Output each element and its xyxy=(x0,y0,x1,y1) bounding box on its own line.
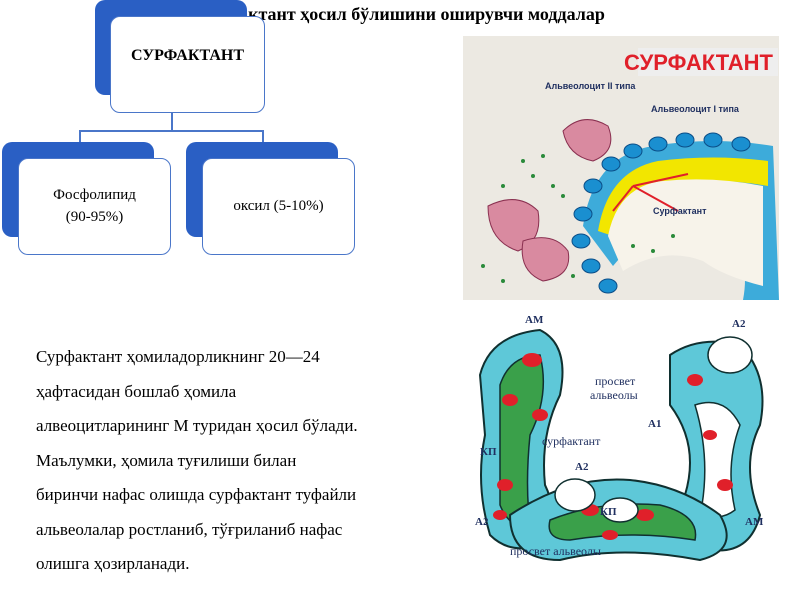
paragraph-line: алвеоцитларининг М туридан ҳосил бўлади. xyxy=(36,416,358,435)
paragraph-line: альвеолалар ростланиб, тўғриланиб нафас xyxy=(36,519,343,539)
connector-left xyxy=(79,130,81,142)
diagram-label: А2 xyxy=(732,318,746,330)
paragraph-line: биринчи нафас олишда сурфактант туфайли xyxy=(36,485,357,504)
connector-vertical xyxy=(171,113,173,130)
diagram-label: А2 xyxy=(575,461,589,473)
diagram-label: АМ xyxy=(525,315,544,326)
surfactant-illustration: СУРФАКТАНТ Альвеолоцит II типа Альвеолоц… xyxy=(463,36,779,300)
page-title: Сурфактант ҳосил бўлишини оширувчи модда… xyxy=(195,4,605,24)
diagram-label: АМ xyxy=(745,516,764,528)
surfactant-diagram: СУРФАКТАНТ Альвеолоцит II типа Альвеолоц… xyxy=(463,36,779,300)
diagram-label: Сурфактант xyxy=(653,206,707,216)
diagram-title: СУРФАКТАНТ xyxy=(624,50,774,75)
diagram-label: просвет альвеолы xyxy=(510,544,601,558)
diagram-label: КП xyxy=(480,446,497,458)
diagram-label: просвет xyxy=(595,374,636,388)
body-paragraph: Сурфактант ҳомиладорликнинг 20—24 ҳафтас… xyxy=(36,340,446,582)
child-box-phospholipid: Фосфолипид (90-95%) xyxy=(18,158,171,255)
connector-horizontal xyxy=(79,130,263,132)
child-box-protein: оксил (5-10%) xyxy=(202,158,355,255)
paragraph-line: Сурфактант ҳомиладорликнинг 20—24 xyxy=(36,347,320,366)
root-label: СУРФАКТАНТ xyxy=(130,47,245,64)
diagram-label: Альвеолоцит I типа xyxy=(651,104,740,114)
alveoli-diagram: АМ А2 просвет альвеолы А1 сурфактант КП … xyxy=(470,315,780,585)
child-label: оксил (5-10%) xyxy=(233,198,324,214)
diagram-label: А2 xyxy=(475,516,489,528)
diagram-label: сурфактант xyxy=(542,434,601,448)
paragraph-line: олишга ҳозирланади. xyxy=(36,554,190,573)
paragraph-line: Маълумки, ҳомила туғилиши билан xyxy=(36,450,297,470)
diagram-label: А1 xyxy=(648,418,661,430)
diagram-label: альвеолы xyxy=(590,388,638,402)
connector-right xyxy=(262,130,264,142)
child-label: Фосфолипид xyxy=(53,186,136,203)
diagram-label: КП xyxy=(600,506,617,518)
root-box: СУРФАКТАНТ xyxy=(110,16,265,113)
diagram-label: Альвеолоцит II типа xyxy=(545,81,636,91)
alveoli-histology-illustration: АМ А2 просвет альвеолы А1 сурфактант КП … xyxy=(470,315,780,585)
paragraph-line: ҳафтасидан бошлаб ҳомила xyxy=(36,381,237,401)
child-label: (90-95%) xyxy=(65,208,124,225)
